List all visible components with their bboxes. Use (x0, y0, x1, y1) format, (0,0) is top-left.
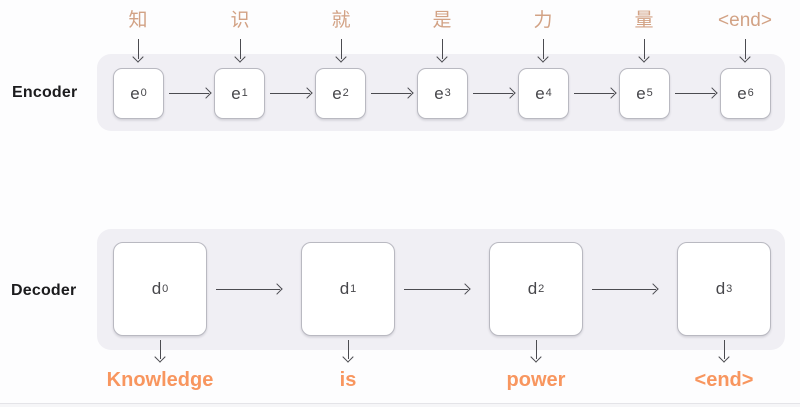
output-arrow-icon (724, 340, 725, 359)
cell-subscript: 3 (444, 87, 451, 99)
cell-subscript: 1 (350, 282, 357, 295)
cell-subscript: 1 (241, 87, 248, 99)
output-arrow-icon (348, 340, 349, 359)
bottom-divider (0, 403, 800, 404)
cell-subscript: 0 (162, 282, 169, 295)
flow-arrow-icon (216, 289, 280, 290)
encoder-input-token: 识 (230, 10, 250, 31)
cell-base: d (151, 279, 162, 298)
input-arrow-icon (745, 39, 746, 59)
cell-base: e (434, 83, 444, 103)
input-arrow-icon (138, 39, 139, 59)
input-arrow-icon (341, 39, 342, 59)
output-arrow-icon (160, 340, 161, 359)
cell-base: d (339, 279, 350, 298)
flow-arrow-icon (675, 93, 715, 94)
cell-base: e (636, 83, 646, 103)
encoder-input-token: 是 (432, 10, 452, 31)
decoder-output-token: power (506, 369, 566, 391)
encoder-input-token: <end> (718, 10, 772, 31)
encoder-input-token: 知 (128, 10, 148, 31)
bottom-fill (0, 404, 800, 407)
encoder-input-token: 力 (533, 10, 553, 31)
flow-arrow-icon (574, 93, 614, 94)
input-arrow-icon (442, 39, 443, 59)
cell-subscript: 0 (140, 87, 147, 99)
cell-base: e (332, 83, 342, 103)
cell-base: e (130, 83, 140, 103)
flow-arrow-icon (592, 289, 656, 290)
cell-base: e (231, 83, 241, 103)
cell-base: e (737, 83, 747, 103)
cell-base: d (715, 279, 726, 298)
cell-subscript: 2 (538, 282, 545, 295)
encoder-input-token: 就 (331, 10, 351, 31)
decoder-output-token: Knowledge (106, 369, 214, 391)
encoder-input-token: 量 (634, 10, 654, 31)
output-arrow-icon (536, 340, 537, 359)
flow-arrow-icon (371, 93, 411, 94)
cell-subscript: 4 (545, 87, 552, 99)
decoder-output-token: <end> (694, 369, 754, 391)
flow-arrow-icon (404, 289, 468, 290)
flow-arrow-icon (473, 93, 513, 94)
cell-subscript: 5 (646, 87, 653, 99)
cell-base: e (535, 83, 545, 103)
flow-arrow-icon (169, 93, 209, 94)
cell-subscript: 3 (726, 282, 733, 295)
cell-subscript: 2 (342, 87, 349, 99)
decoder-section-label: Decoder (11, 282, 77, 299)
input-arrow-icon (644, 39, 645, 59)
flow-arrow-icon (270, 93, 310, 94)
encoder-section-label: Encoder (12, 84, 78, 101)
input-arrow-icon (240, 39, 241, 59)
cell-base: d (527, 279, 538, 298)
decoder-output-token: is (339, 369, 357, 391)
cell-subscript: 6 (747, 87, 754, 99)
input-arrow-icon (543, 39, 544, 59)
